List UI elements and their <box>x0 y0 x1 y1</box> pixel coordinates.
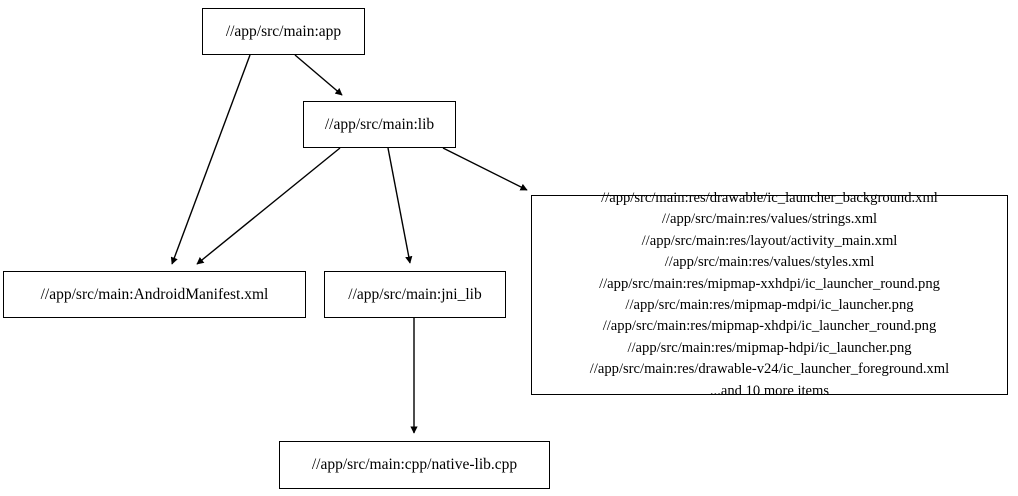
edge-lib-to-jni-lib <box>387 147 413 264</box>
edge-app-to-manifest <box>170 54 251 265</box>
graph-node-native-lib-cpp[interactable]: //app/src/main:cpp/native-lib.cpp <box>279 441 550 489</box>
edge-lib-to-resources <box>442 147 528 191</box>
graph-node-native-lib-cpp-label: //app/src/main:cpp/native-lib.cpp <box>311 456 518 474</box>
graph-node-android-manifest-label: //app/src/main:AndroidManifest.xml <box>40 285 269 303</box>
graph-node-jni-lib[interactable]: //app/src/main:jni_lib <box>324 271 506 318</box>
graph-node-lib-label: //app/src/main:lib <box>324 115 435 133</box>
graph-node-resources-label: //app/src/main:res/drawable/ic_launcher_… <box>589 189 950 399</box>
graph-node-app-label: //app/src/main:app <box>225 22 342 40</box>
graph-node-app[interactable]: //app/src/main:app <box>202 8 365 55</box>
graph-node-lib[interactable]: //app/src/main:lib <box>303 101 456 148</box>
graph-node-android-manifest[interactable]: //app/src/main:AndroidManifest.xml <box>3 271 306 318</box>
edge-lib-to-manifest <box>196 147 341 265</box>
edge-app-to-lib <box>294 54 343 96</box>
graph-node-jni-lib-label: //app/src/main:jni_lib <box>348 285 482 303</box>
graph-node-resources[interactable]: //app/src/main:res/drawable/ic_launcher_… <box>531 190 1008 399</box>
